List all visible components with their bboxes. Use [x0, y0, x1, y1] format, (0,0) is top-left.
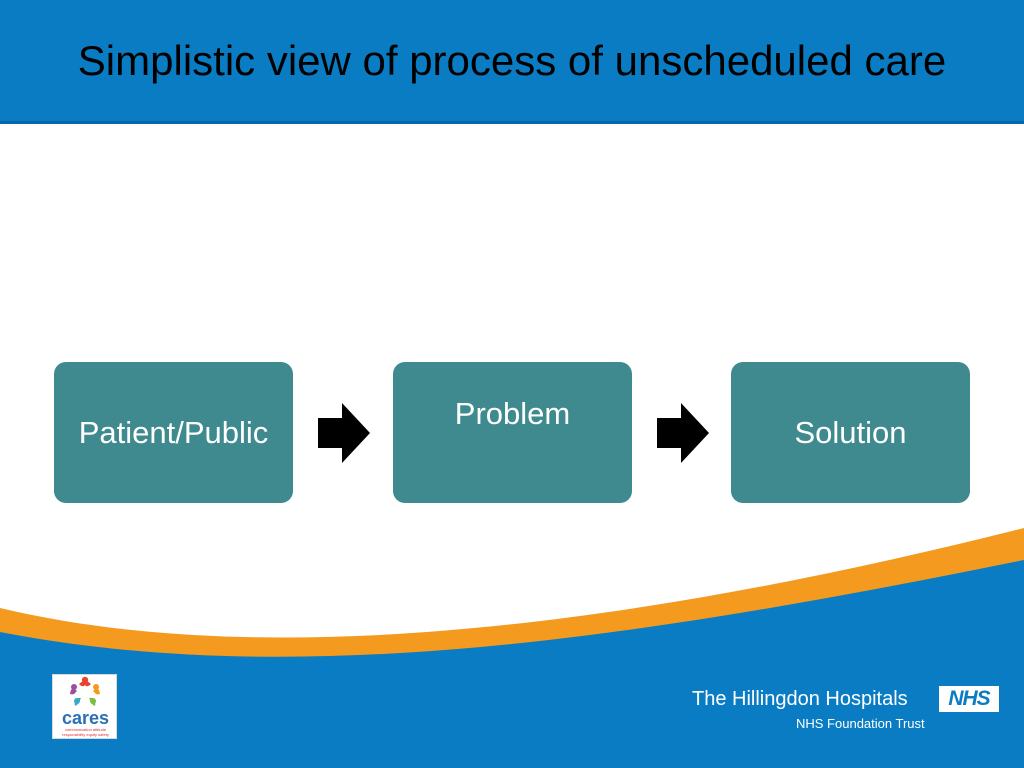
footer-swoosh — [0, 528, 1024, 768]
arrow-right-icon — [657, 403, 709, 463]
cares-logo: cares communication attitude responsibil… — [52, 674, 117, 739]
flow-box-label: Solution — [794, 414, 907, 450]
cares-people-icon — [70, 676, 100, 706]
cares-tagline-2: responsibility equity safety — [62, 732, 109, 737]
flow-box-label: Patient/Public — [78, 414, 269, 450]
flow-box-problem: Problem — [393, 362, 632, 503]
nhs-badge: NHS — [939, 686, 999, 712]
org-name: The Hillingdon Hospitals — [692, 688, 908, 710]
flow-box-label: Problem — [454, 396, 571, 431]
slide-title: Simplistic view of process of unschedule… — [77, 36, 947, 84]
nhs-badge-text: NHS — [948, 687, 990, 710]
title-bar: Simplistic view of process of unschedule… — [0, 0, 1024, 124]
arrow-right-icon — [318, 403, 370, 463]
flow-box-patient-public: Patient/Public — [54, 362, 293, 503]
organisation-logo: The Hillingdon Hospitals NHS NHS Foundat… — [692, 686, 1002, 738]
cares-tagline-1: communication attitude — [64, 727, 107, 732]
org-subtitle: NHS Foundation Trust — [796, 716, 925, 731]
flow-box-solution: Solution — [731, 362, 970, 503]
cares-logo-text: cares — [61, 708, 110, 728]
